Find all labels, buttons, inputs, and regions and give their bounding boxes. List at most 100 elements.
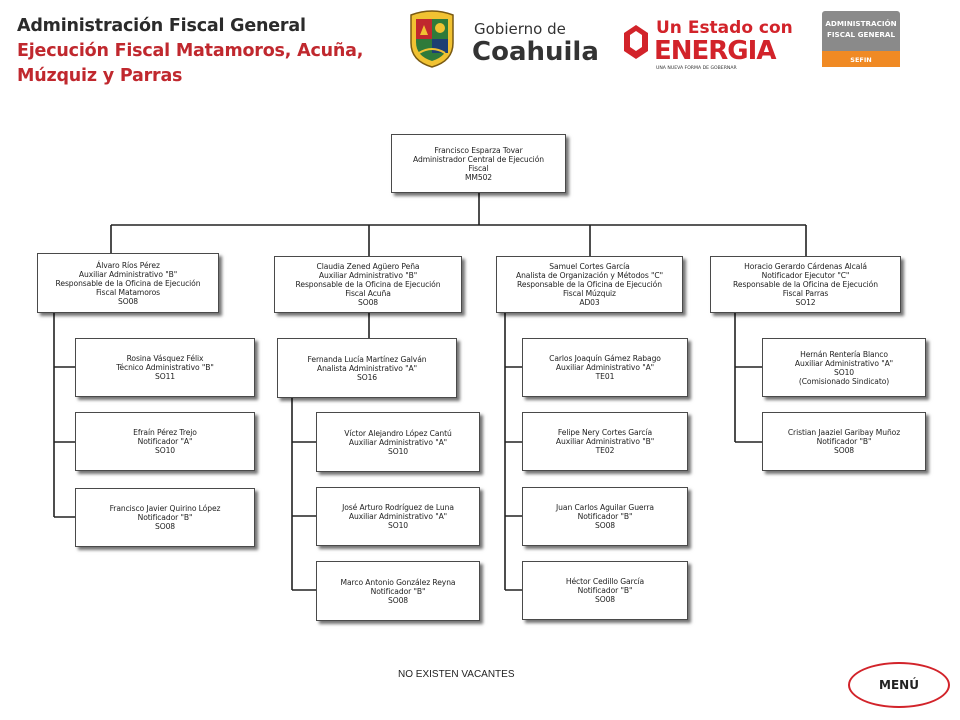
afg-logo: ADMINISTRACIÓN FISCAL GENERAL SEFIN bbox=[822, 11, 900, 67]
org-box-head-muzquiz: Samuel Cortes García Analista de Organiz… bbox=[496, 256, 683, 313]
org-head-name: Claudia Zened Agüero Peña bbox=[316, 262, 420, 271]
org-staff-name: Juan Carlos Aguilar Guerra bbox=[556, 503, 654, 512]
org-head-name: Samuel Cortes García bbox=[549, 262, 630, 271]
org-staff-position: Auxiliar Administrativo "A" bbox=[348, 437, 448, 447]
org-staff-code: TE02 bbox=[595, 446, 615, 455]
afg-logo-line-1: ADMINISTRACIÓN bbox=[825, 19, 896, 28]
org-staff-code: SO08 bbox=[594, 595, 616, 604]
org-staff-position: Notificador "B" bbox=[577, 512, 633, 521]
org-head-code: SO08 bbox=[357, 298, 379, 307]
org-staff-position: Auxiliar Administrativo "A" bbox=[348, 512, 448, 521]
afg-logo-tag: SEFIN bbox=[850, 56, 871, 64]
org-box-head-parras: Horacio Gerardo Cárdenas Alcalá Notifica… bbox=[710, 256, 901, 313]
afg-logo-line-2: FISCAL GENERAL bbox=[827, 30, 896, 39]
org-box-staff: Carlos Joaquín Gámez Rabago Auxiliar Adm… bbox=[522, 338, 688, 397]
energia-logo-bottom: ENERGIA bbox=[654, 36, 776, 66]
coahuila-logo-bottom: Coahuila bbox=[472, 37, 599, 66]
org-box-staff: Víctor Alejandro López Cantú Auxiliar Ad… bbox=[316, 412, 480, 472]
org-staff-position: Notificador "A" bbox=[137, 437, 193, 446]
org-staff-note: (Comisionado Sindicato) bbox=[798, 376, 890, 386]
org-staff-name: Carlos Joaquín Gámez Rabago bbox=[549, 354, 661, 363]
page-subtitle-line-1: Ejecución Fiscal Matamoros, Acuña, bbox=[17, 41, 364, 61]
org-head-code: SO08 bbox=[117, 296, 139, 306]
org-staff-position: Notificador "B" bbox=[577, 586, 633, 595]
org-head-position: Notificador Ejecutor "C" bbox=[761, 271, 850, 280]
org-root-position: Administrador Central de Ejecución bbox=[413, 154, 544, 164]
org-head-office: Fiscal Matamoros bbox=[95, 287, 161, 297]
org-box-staff: José Arturo Rodríguez de Luna Auxiliar A… bbox=[316, 487, 480, 546]
org-staff-name: Rosina Vásquez Félix bbox=[126, 354, 204, 363]
org-staff-position: Notificador "B" bbox=[816, 437, 872, 446]
org-box-staff: Juan Carlos Aguilar Guerra Notificador "… bbox=[522, 487, 688, 546]
org-staff-code: SO08 bbox=[154, 522, 176, 531]
org-box-staff: Francisco Javier Quirino López Notificad… bbox=[75, 488, 255, 547]
org-head-office: Fiscal Múzquiz bbox=[563, 289, 616, 298]
org-staff-name: Víctor Alejandro López Cantú bbox=[344, 428, 452, 438]
org-staff-code: SO08 bbox=[833, 446, 855, 455]
page-title: Administración Fiscal General bbox=[17, 16, 306, 36]
org-staff-name: José Arturo Rodríguez de Luna bbox=[342, 503, 454, 512]
org-head-code: AD03 bbox=[579, 298, 600, 307]
org-staff-name: Felipe Nery Cortes García bbox=[557, 428, 653, 437]
header: Administración Fiscal General Ejecución … bbox=[17, 14, 363, 89]
org-staff-code: TE01 bbox=[595, 372, 615, 381]
org-box-staff: Felipe Nery Cortes García Auxiliar Admin… bbox=[522, 412, 688, 471]
org-staff-code: SO10 bbox=[387, 446, 409, 456]
org-head-responsibility: Responsable de la Oficina de Ejecución bbox=[517, 280, 662, 289]
org-staff-name: Marco Antonio González Reyna bbox=[340, 577, 456, 587]
org-staff-name: Efraín Pérez Trejo bbox=[133, 428, 197, 437]
org-box-staff: Efraín Pérez Trejo Notificador "A" SO10 bbox=[75, 412, 255, 471]
estado-con-energia-logo: Un Estado con ENERGIA UNA NUEVA FORMA DE… bbox=[624, 18, 793, 71]
org-head-position: Auxiliar Administrativo "B" bbox=[78, 269, 178, 279]
org-head-code: SO12 bbox=[795, 298, 816, 307]
vacancies-note: NO EXISTEN VACANTES bbox=[398, 669, 515, 680]
org-staff-code: SO16 bbox=[356, 372, 378, 382]
org-root-code: MM502 bbox=[464, 172, 493, 182]
org-staff-code: SO10 bbox=[154, 446, 176, 455]
menu-button[interactable]: MENÚ bbox=[848, 662, 950, 708]
org-box-staff: Marco Antonio González Reyna Notificador… bbox=[316, 561, 480, 621]
org-box-staff: Héctor Cedillo García Notificador "B" SO… bbox=[522, 561, 688, 620]
org-staff-position: Notificador "B" bbox=[137, 513, 193, 522]
gobierno-coahuila-logo: Gobierno de Coahuila bbox=[472, 20, 599, 66]
org-head-responsibility: Responsable de la Oficina de Ejecución bbox=[55, 278, 201, 288]
org-head-name: Horacio Gerardo Cárdenas Alcalá bbox=[744, 262, 867, 271]
org-box-head-matamoros: Álvaro Ríos Pérez Auxiliar Administrativ… bbox=[37, 253, 219, 313]
org-box-staff: Rosina Vásquez Félix Técnico Administrat… bbox=[75, 338, 255, 397]
org-head-position: Analista de Organización y Métodos "C" bbox=[515, 271, 664, 280]
org-staff-name: Fernanda Lucía Martínez Galván bbox=[307, 354, 427, 364]
org-head-office: Fiscal Acuña bbox=[345, 289, 391, 298]
org-head-responsibility: Responsable de la Oficina de Ejecución bbox=[733, 280, 878, 289]
org-staff-position: Notificador "B" bbox=[370, 586, 426, 596]
energia-logo-top: Un Estado con bbox=[656, 18, 793, 38]
org-staff-position: Auxiliar Administrativo "B" bbox=[555, 437, 655, 446]
coahuila-logo-top: Gobierno de bbox=[474, 20, 566, 38]
org-staff-name: Héctor Cedillo García bbox=[565, 577, 645, 586]
org-box-staff: Cristian Jaaziel Garibay Muñoz Notificad… bbox=[762, 412, 926, 471]
energia-logo-tagline: UNA NUEVA FORMA DE GOBERNAR bbox=[656, 65, 737, 71]
org-staff-code: SO10 bbox=[387, 521, 409, 530]
org-box-root: Francisco Esparza Tovar Administrador Ce… bbox=[391, 134, 566, 193]
org-box-staff: Hernán Rentería Blanco Auxiliar Administ… bbox=[762, 338, 926, 397]
org-staff-code: SO08 bbox=[387, 595, 409, 605]
org-staff-position: Analista Administrativo "A" bbox=[316, 363, 418, 373]
page-subtitle-line-2: Múzquiz y Parras bbox=[17, 66, 183, 86]
org-staff-name: Cristian Jaaziel Garibay Muñoz bbox=[787, 428, 901, 437]
org-head-office: Fiscal Parras bbox=[782, 289, 829, 298]
org-staff-code: SO11 bbox=[154, 372, 176, 381]
org-head-position: Auxiliar Administrativo "B" bbox=[318, 271, 418, 280]
org-staff-position: Auxiliar Administrativo "A" bbox=[555, 363, 655, 372]
org-box-head-acuna: Claudia Zened Agüero Peña Auxiliar Admin… bbox=[274, 256, 462, 313]
org-root-name: Francisco Esparza Tovar bbox=[434, 145, 523, 155]
org-box-sub-acuna: Fernanda Lucía Martínez Galván Analista … bbox=[277, 338, 457, 398]
coahuila-seal-logo bbox=[410, 10, 454, 68]
org-staff-position: Auxiliar Administrativo "A" bbox=[794, 358, 894, 368]
org-staff-code: SO10 bbox=[833, 367, 855, 377]
org-staff-position: Técnico Administrativo "B" bbox=[116, 363, 214, 372]
org-root-position-cont: Fiscal bbox=[468, 163, 489, 173]
org-staff-name: Hernán Rentería Blanco bbox=[800, 349, 888, 359]
org-staff-code: SO08 bbox=[594, 521, 616, 530]
org-head-responsibility: Responsable de la Oficina de Ejecución bbox=[295, 280, 441, 289]
org-head-name: Álvaro Ríos Pérez bbox=[96, 260, 160, 270]
